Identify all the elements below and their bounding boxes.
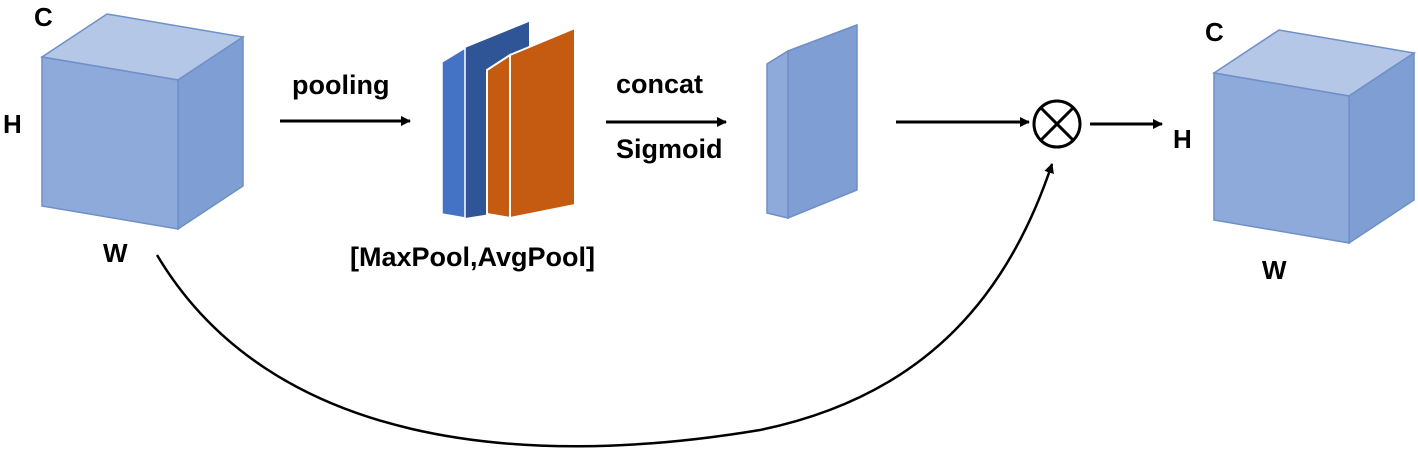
avgpool-slab-front	[486, 53, 511, 220]
avgpool-slab	[486, 26, 576, 220]
pooling-label: pooling	[292, 70, 389, 100]
concat-label: concat	[616, 69, 703, 99]
multiply-node	[1032, 99, 1082, 149]
input-dim-c-label: C	[34, 2, 53, 32]
attention-slab-front	[766, 49, 789, 219]
output-feature-cube	[1212, 29, 1416, 245]
input-dim-h-label: H	[3, 109, 22, 139]
output-dim-c-label: C	[1205, 17, 1224, 47]
output-cube-front-face	[1213, 72, 1350, 244]
input-cube-front-face	[41, 56, 179, 230]
maxpool-slab-front	[441, 46, 466, 219]
output-dim-w-label: W	[1262, 255, 1287, 285]
input-feature-cube	[40, 13, 245, 231]
multiply-cross-b	[1039, 106, 1075, 142]
attention-slab-side	[787, 23, 858, 220]
input-dim-w-label: W	[103, 238, 128, 268]
skip-connection-curve	[155, 163, 1054, 448]
attention-weight-slab	[766, 23, 858, 220]
sigmoid-label: Sigmoid	[616, 134, 723, 164]
output-dim-h-label: H	[1173, 124, 1192, 154]
pool-pair-label: [MaxPool,AvgPool]	[350, 242, 595, 272]
avgpool-slab-side	[509, 26, 576, 220]
